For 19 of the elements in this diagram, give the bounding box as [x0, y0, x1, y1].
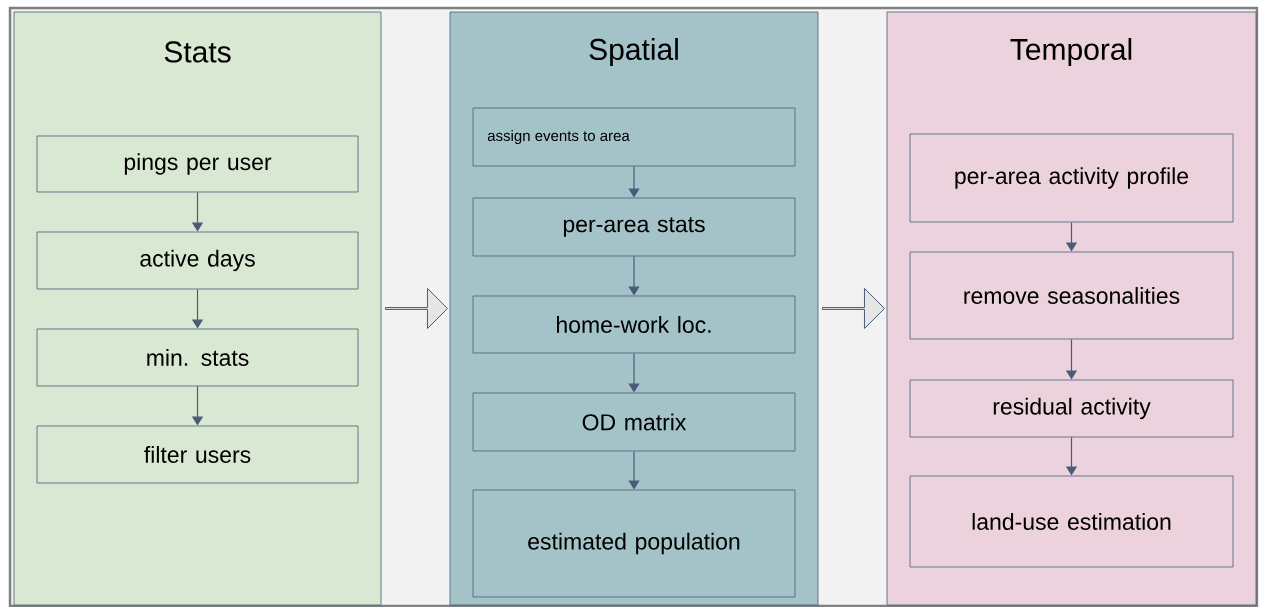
block-arrow — [822, 288, 885, 329]
process-box: land-use estimation — [909, 475, 1234, 568]
process-box: per-area activity profile — [909, 133, 1234, 223]
process-box: OD matrix — [472, 392, 796, 452]
process-box: min. stats — [36, 328, 359, 387]
arrow — [628, 255, 640, 296]
arrow — [628, 450, 640, 490]
arrow — [628, 352, 640, 393]
process-box: assign events to area — [472, 107, 796, 167]
process-box: per-area stats — [472, 197, 796, 257]
arrow — [628, 165, 640, 198]
block-arrow — [385, 288, 448, 329]
process-box: filter users — [36, 425, 359, 484]
process-box: pings per user — [36, 135, 359, 193]
process-box: remove seasonalities — [909, 251, 1234, 340]
process-box: estimated population — [472, 489, 796, 598]
process-box: home-work loc. — [472, 295, 796, 354]
process-box: active days — [36, 231, 359, 290]
process-box: residual activity — [909, 379, 1234, 438]
